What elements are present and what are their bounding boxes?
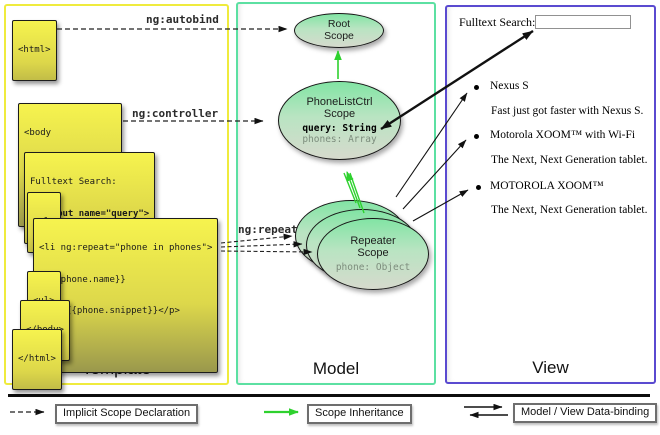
ng-autobind-label: ng:autobind: [146, 13, 219, 26]
model-panel-label: Model: [312, 359, 360, 378]
legend-implicit-scope-declaration: Implicit Scope Declaration: [55, 404, 199, 424]
scope-prop-query: query: String: [302, 122, 377, 134]
code-box-li-repeat: <li ng:repeat="phone in phones"> {{phone…: [33, 218, 219, 373]
fulltext-search-input[interactable]: [535, 15, 631, 29]
bullet-dot: [476, 185, 481, 190]
model-panel: Model: [236, 2, 436, 385]
ng-controller-label: ng:controller: [132, 107, 219, 120]
bullet-dot: [474, 85, 479, 90]
code-line: </html>: [18, 354, 56, 364]
scope-title: Scope: [324, 29, 354, 42]
code-line: Fulltext Search:: [30, 177, 117, 187]
scope-title: PhoneListCtrl: [306, 95, 373, 108]
repeater-scope-ellipse: Repeater Scope phone: Object: [317, 218, 429, 290]
phone-item-desc: The Next, Next Generation tablet.: [491, 154, 648, 166]
view-panel: View: [445, 5, 656, 384]
code-line: <html>: [18, 45, 51, 55]
scope-prop-phones: phones: Array: [302, 134, 377, 145]
view-panel-label: View: [532, 358, 569, 377]
code-box-html-open: <html>: [12, 20, 57, 81]
ng-repeat-label: ng:repeat: [238, 223, 298, 236]
scope-title: Repeater: [350, 234, 396, 247]
scope-title: Root: [327, 18, 351, 30]
code-box-html-close: </html>: [12, 329, 62, 390]
code-line: {{phone.name}}: [39, 274, 126, 285]
bullet-dot: [474, 134, 479, 139]
legend-scope-inheritance: Scope Inheritance: [307, 404, 412, 424]
legend-separator-line: [8, 394, 650, 397]
phone-item-name: MOTOROLA XOOM™: [490, 180, 604, 192]
code-line: <body: [24, 128, 52, 138]
phone-item-desc: The Next, Next Generation tablet.: [491, 204, 648, 216]
scope-title: Scope: [323, 107, 356, 120]
legend-model-view-databinding: Model / View Data-binding: [513, 403, 658, 423]
legend-double-arrow: [464, 403, 508, 419]
code-line: <li ng:repeat="phone in phones">: [39, 243, 213, 253]
scope-title: Scope: [357, 246, 389, 259]
fulltext-search-label: Fulltext Search:: [459, 15, 536, 29]
phone-item-name: Motorola XOOM™ with Wi-Fi: [490, 129, 636, 141]
root-scope-ellipse: Root Scope: [294, 13, 384, 48]
phonelistctrl-scope-ellipse: PhoneListCtrl Scope query: String phones…: [278, 81, 401, 160]
scope-prop-phone: phone: Object: [335, 261, 411, 273]
phone-item-desc: Fast just got faster with Nexus S.: [491, 105, 644, 117]
phone-item-name: Nexus S: [490, 80, 529, 92]
code-line: <p>{{phone.snippet}}</p>: [39, 306, 180, 316]
